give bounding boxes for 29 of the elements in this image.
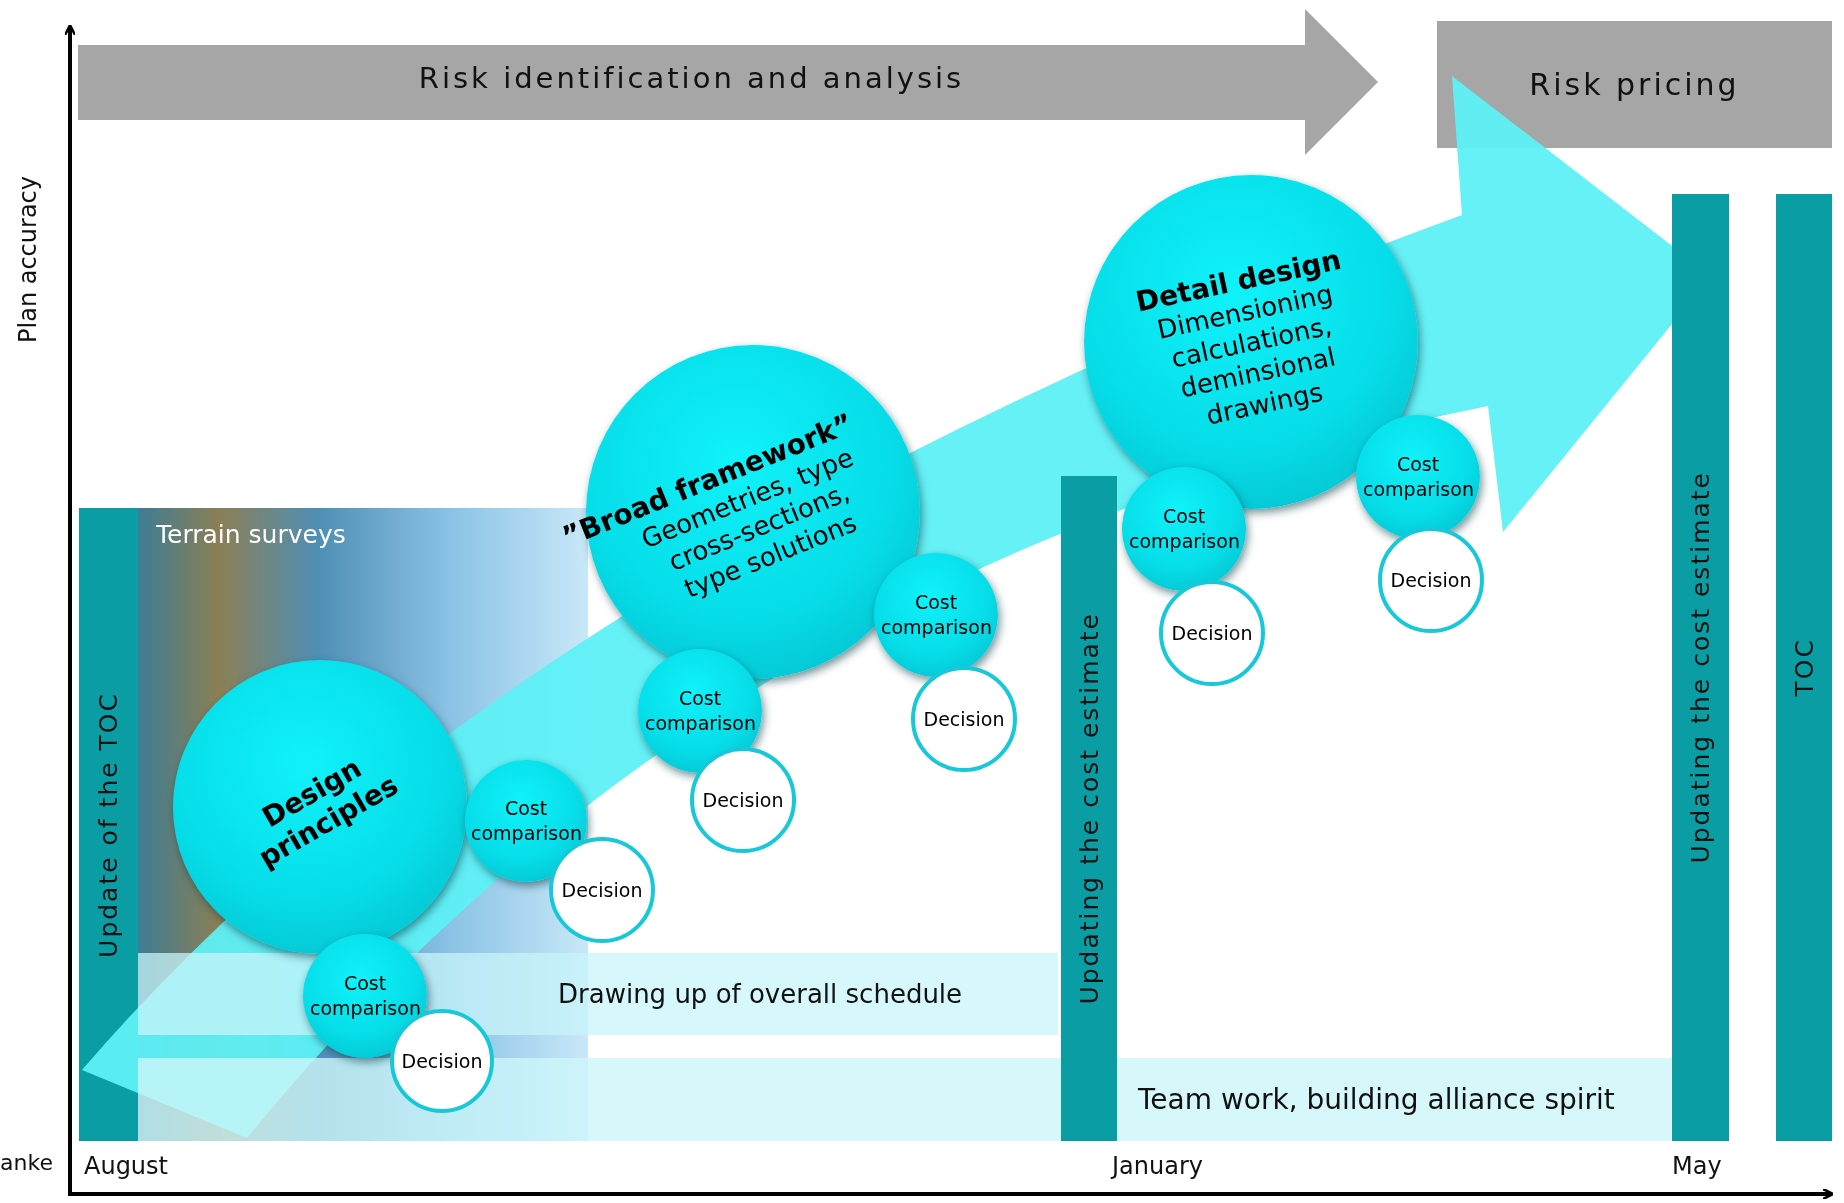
circle-label: Decision — [1390, 567, 1472, 593]
bar-label: Update of the TOC — [94, 691, 123, 958]
milestone-bar — [1061, 476, 1117, 1141]
circle-label: Decision — [923, 706, 1005, 732]
milestone-bar — [79, 508, 138, 1141]
circle-label: Decision — [1171, 620, 1253, 646]
circle-label: Cost comparison — [1363, 452, 1473, 502]
axis-label: Plan accuracy — [14, 176, 42, 343]
panel-label: Terrain surveys — [156, 520, 346, 549]
circle-label: Cost comparison — [310, 971, 420, 1021]
cost-comparison-circle — [1356, 415, 1480, 539]
phase-arrow — [78, 9, 1378, 155]
circle-label: Cost comparison — [881, 590, 991, 640]
bar-label: Updating the cost estimate — [1686, 471, 1715, 864]
circle-label: Cost comparison — [645, 686, 755, 736]
circle-label: Cost comparison — [1129, 504, 1239, 554]
axis-label: anke — [0, 1150, 53, 1175]
bar-label: Updating the cost estimate — [1074, 612, 1104, 1005]
month-label: January — [1112, 1152, 1203, 1180]
phase-label: Risk identification and analysis — [417, 61, 966, 95]
circle-label: Decision — [702, 787, 784, 813]
bar-label: TOC — [1789, 638, 1819, 697]
month-label: August — [84, 1152, 168, 1180]
circle-label: Cost comparison — [471, 796, 581, 846]
month-label: May — [1672, 1152, 1722, 1180]
milestone-bar — [1672, 194, 1729, 1141]
milestone-bar — [1776, 194, 1832, 1141]
circle-label: Decision — [561, 877, 643, 903]
phase-band: Risk pricing — [1437, 21, 1832, 148]
